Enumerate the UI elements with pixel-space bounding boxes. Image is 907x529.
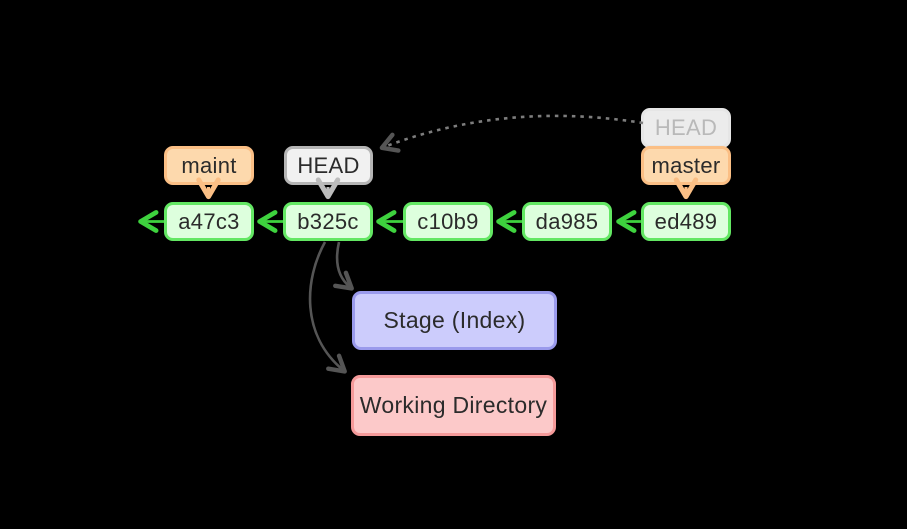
- stage-node: Stage (Index): [352, 291, 557, 350]
- branch-label-maint: maint: [164, 146, 254, 185]
- arrow-b325c-to-working-directory: [308, 241, 347, 374]
- branch-label-master: master: [641, 146, 731, 185]
- working-directory-node: Working Directory: [351, 375, 556, 436]
- ghost-head-label: HEAD: [641, 108, 731, 148]
- commit-node-da985: da985: [522, 202, 612, 241]
- arrow-b325c-to-stage: [333, 241, 354, 291]
- head-label: HEAD: [284, 146, 373, 185]
- commit-node-c10b9: c10b9: [403, 202, 493, 241]
- commit-node-ed489: ed489: [641, 202, 731, 241]
- commit-node-b325c: b325c: [283, 202, 373, 241]
- head-move-dashed-arrow: [379, 114, 644, 153]
- commit-node-a47c3: a47c3: [164, 202, 254, 241]
